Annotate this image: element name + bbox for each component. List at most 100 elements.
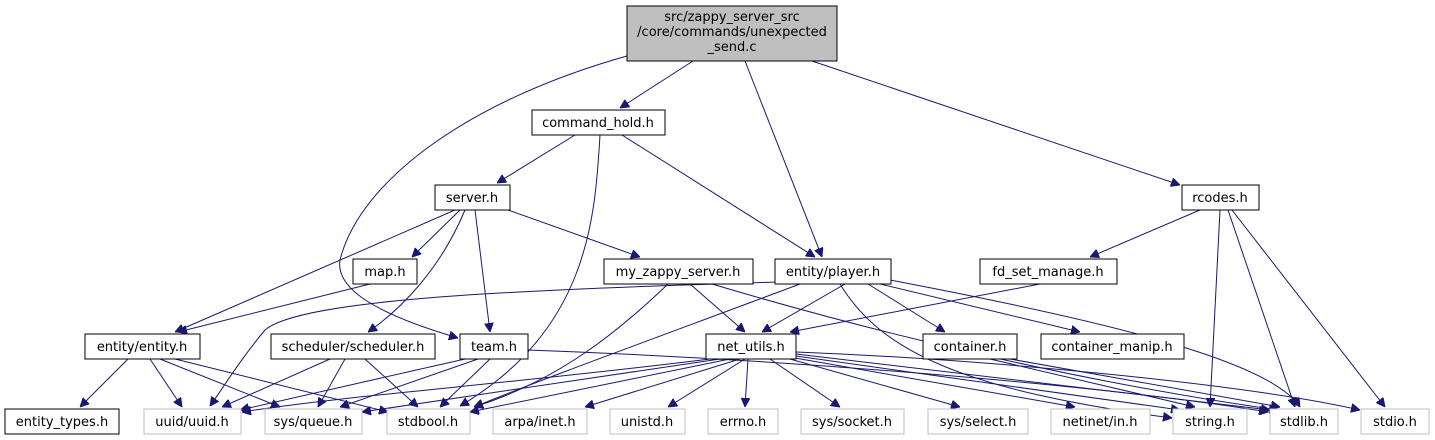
dependency-edge	[222, 358, 331, 407]
node-entity-entity[interactable]: entity/entity.h	[84, 333, 201, 360]
dependency-edge	[790, 283, 1041, 332]
node-label: team.h	[471, 340, 517, 355]
root-line-3: _send.c	[706, 40, 756, 55]
dependency-edge	[242, 358, 711, 412]
dependency-edge	[159, 358, 280, 407]
node-rcodes[interactable]: rcodes.h	[1181, 184, 1260, 211]
dependency-edge	[178, 283, 371, 332]
node-root-file[interactable]: src/zappy_server_src /core/commands/unex…	[626, 5, 838, 62]
node-label: scheduler/scheduler.h	[282, 340, 425, 355]
dependency-edge	[339, 55, 628, 338]
dependency-edge	[240, 358, 466, 410]
dependency-edge	[1231, 209, 1385, 407]
node-entity-player[interactable]: entity/player.h	[774, 258, 892, 285]
node-map[interactable]: map.h	[352, 258, 418, 285]
dependency-edge	[839, 283, 1172, 418]
dependency-edge	[867, 283, 945, 332]
dependency-edge	[368, 209, 466, 332]
dependency-edge	[412, 209, 461, 257]
dependency-edge	[1009, 358, 1280, 407]
node-label: errno.h	[720, 415, 767, 430]
dependency-edge	[621, 134, 815, 257]
node-label: stdbool.h	[398, 415, 458, 430]
root-line-2: /core/commands/unexpected	[637, 25, 827, 40]
dependency-edge	[795, 355, 1180, 410]
dependency-edge	[318, 358, 346, 407]
dependency-edge	[1210, 209, 1221, 407]
node-team[interactable]: team.h	[459, 333, 529, 360]
dependency-edge	[460, 134, 601, 406]
dependency-edge	[689, 283, 745, 332]
node-label: rcodes.h	[1192, 191, 1248, 206]
dependency-edge	[1227, 209, 1295, 407]
node-label: entity/entity.h	[97, 340, 187, 355]
dependency-edge	[585, 358, 741, 407]
node-label: stdlib.h	[1280, 415, 1328, 430]
node-label: netinet/in.h	[1063, 415, 1138, 430]
dependency-edge	[364, 358, 418, 407]
node-scheduler[interactable]: scheduler/scheduler.h	[270, 333, 436, 360]
dependency-edge	[470, 358, 731, 412]
dependency-edge	[474, 283, 801, 407]
node-label: container.h	[934, 340, 1007, 355]
node-server[interactable]: server.h	[434, 184, 511, 211]
dependency-edge	[340, 358, 479, 407]
node-uuid[interactable]: uuid/uuid.h	[143, 408, 242, 435]
node-sys-select[interactable]: sys/select.h	[927, 408, 1029, 435]
node-sys-socket[interactable]: sys/socket.h	[800, 408, 905, 435]
node-fd-set-manage[interactable]: fd_set_manage.h	[979, 258, 1118, 285]
node-label: container_manip.h	[1051, 340, 1172, 355]
dependency-edge	[744, 60, 822, 257]
node-label: uuid/uuid.h	[155, 415, 228, 430]
node-label: unistd.h	[621, 415, 674, 430]
node-label: string.h	[1185, 415, 1235, 430]
node-my-zappy-server[interactable]: my_zappy_server.h	[603, 258, 754, 285]
dependency-edge	[879, 283, 1080, 332]
node-label: map.h	[364, 265, 405, 280]
dependency-edge	[620, 60, 694, 108]
dependency-edge	[210, 281, 781, 406]
dependency-edge	[149, 358, 182, 407]
node-command-hold[interactable]: command_hold.h	[531, 109, 666, 136]
node-label: stdio.h	[1373, 415, 1417, 430]
node-label: sys/select.h	[940, 415, 1017, 430]
node-label: sys/queue.h	[274, 415, 353, 430]
node-entity-types[interactable]: entity_types.h	[4, 408, 120, 435]
node-label: command_hold.h	[542, 116, 654, 131]
node-stdlib[interactable]: stdlib.h	[1269, 408, 1339, 435]
dependency-edge	[668, 358, 746, 407]
node-errno[interactable]: errno.h	[707, 408, 779, 435]
dependency-edge	[175, 209, 456, 332]
node-string[interactable]: string.h	[1172, 408, 1248, 435]
dependency-edge	[497, 134, 576, 183]
node-label: my_zappy_server.h	[616, 265, 741, 280]
dependency-edge	[474, 209, 490, 332]
node-stdbool[interactable]: stdbool.h	[386, 408, 471, 435]
node-sys-queue[interactable]: sys/queue.h	[264, 408, 363, 435]
root-line-1: src/zappy_server_src	[664, 10, 799, 25]
dependency-edge	[769, 358, 840, 407]
node-container-manip[interactable]: container_manip.h	[1040, 333, 1185, 360]
node-label: server.h	[446, 191, 498, 206]
node-arpa-inet[interactable]: arpa/inet.h	[492, 408, 588, 435]
dependency-edges	[80, 55, 1385, 418]
dependency-edge	[507, 209, 640, 257]
node-label: entity/player.h	[786, 265, 880, 280]
dependency-edge	[811, 60, 1180, 185]
node-label: arpa/inet.h	[504, 415, 575, 430]
dependency-edge	[762, 283, 846, 332]
node-stdio[interactable]: stdio.h	[1360, 408, 1430, 435]
node-label: net_utils.h	[717, 340, 785, 355]
dependency-edge	[362, 358, 721, 412]
node-net-utils[interactable]: net_utils.h	[705, 333, 797, 360]
dependency-edge	[174, 358, 388, 412]
node-netinet-in[interactable]: netinet/in.h	[1050, 408, 1151, 435]
node-container[interactable]: container.h	[922, 333, 1018, 360]
dependency-edge	[745, 358, 748, 407]
node-unistd[interactable]: unistd.h	[609, 408, 686, 435]
dependency-edge	[80, 358, 129, 407]
dependency-edge	[989, 358, 1195, 407]
dependency-edge	[795, 353, 1270, 410]
node-label: entity_types.h	[16, 415, 108, 430]
